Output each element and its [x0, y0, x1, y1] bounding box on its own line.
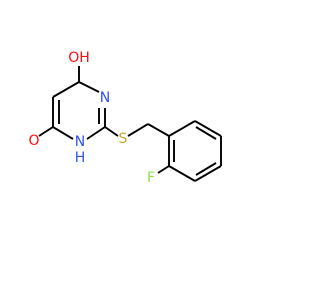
bond-s-ch2: [127, 123, 149, 137]
bond-c6-c5: [52, 81, 80, 98]
atom-f-sub: F: [147, 170, 155, 186]
atom-s-link: S: [119, 131, 128, 147]
benzene-double-3: [195, 126, 217, 140]
bond-c2-s: [104, 126, 119, 137]
bond-c4-n3: [52, 126, 74, 140]
atom-nh-hydrogen: H: [75, 150, 86, 166]
atom-n-ring: N: [100, 90, 110, 106]
benzene-bond-5: [194, 120, 222, 137]
bond-ch2-c1: [147, 123, 170, 137]
benzene-bond-3: [194, 165, 222, 182]
atom-o-top: OH: [68, 50, 90, 66]
benzene-double-2: [195, 162, 217, 176]
bond-n3-c2: [86, 126, 106, 140]
benzene-bond-6: [168, 120, 196, 137]
bond-c4-o-left: [38, 126, 54, 137]
atom-nh-ring: N: [75, 134, 85, 150]
atom-o-left: O: [28, 133, 39, 149]
bond-n1-c6: [78, 81, 100, 93]
benzene-bond-2: [168, 165, 196, 182]
bond-c-f: [157, 165, 170, 174]
